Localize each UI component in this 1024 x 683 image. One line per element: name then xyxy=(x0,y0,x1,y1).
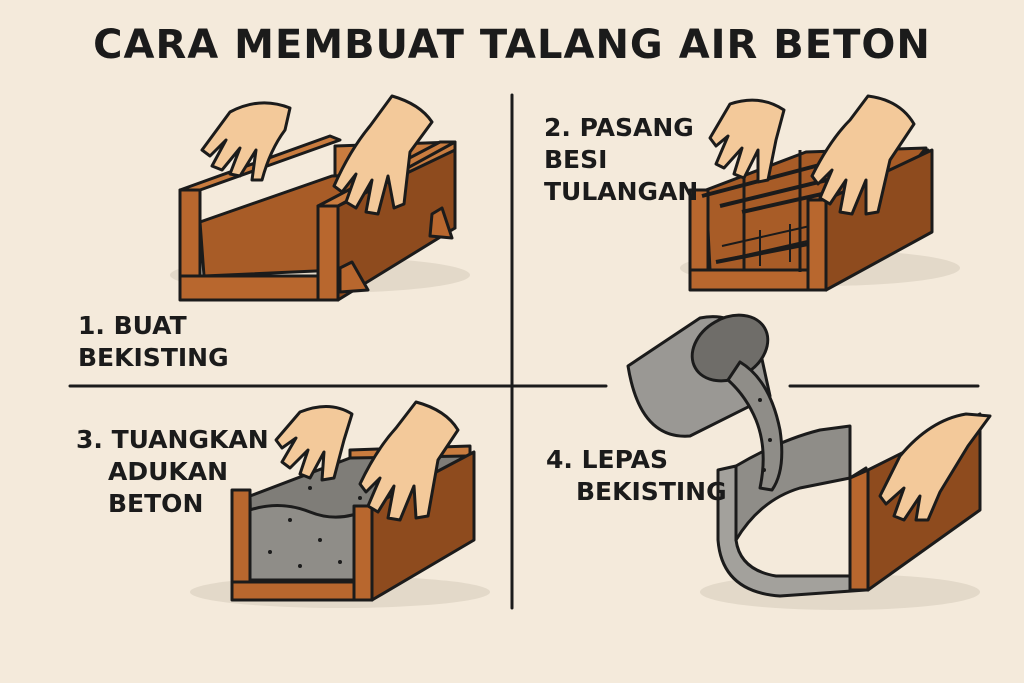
bucket-pour-hand-icon xyxy=(626,313,992,610)
pour-concrete-hands-icon xyxy=(190,400,490,608)
step-1-label: 1. BUAT BEKISTING xyxy=(78,310,229,374)
step-3-label: 3. TUANGKAN ADUKAN BETON xyxy=(76,424,269,520)
step-3-line-1: 3. TUANGKAN xyxy=(76,425,269,454)
step-2-line-2: BESI xyxy=(544,145,608,174)
formwork-hands-icon xyxy=(170,94,470,302)
step-3-line-2: ADUKAN xyxy=(108,457,229,486)
step-4-line-1: 4. LEPAS xyxy=(546,445,668,474)
step-2-line-1: 2. PASANG xyxy=(544,113,694,142)
grid-dividers xyxy=(68,93,980,610)
step-2-label: 2. PASANG BESI TULANGAN xyxy=(544,112,698,208)
step-1-line-1: 1. BUAT xyxy=(78,311,187,340)
page-title: CARA MEMBUAT TALANG AIR BETON xyxy=(93,22,931,68)
step-4-label: 4. LEPAS BEKISTING xyxy=(546,444,727,508)
step-4-line-2: BEKISTING xyxy=(576,477,727,506)
step-2-line-3: TULANGAN xyxy=(544,177,699,206)
rebar-hands-icon xyxy=(680,94,960,292)
step-1-line-2: BEKISTING xyxy=(78,343,229,372)
step-3-line-3: BETON xyxy=(108,489,204,518)
